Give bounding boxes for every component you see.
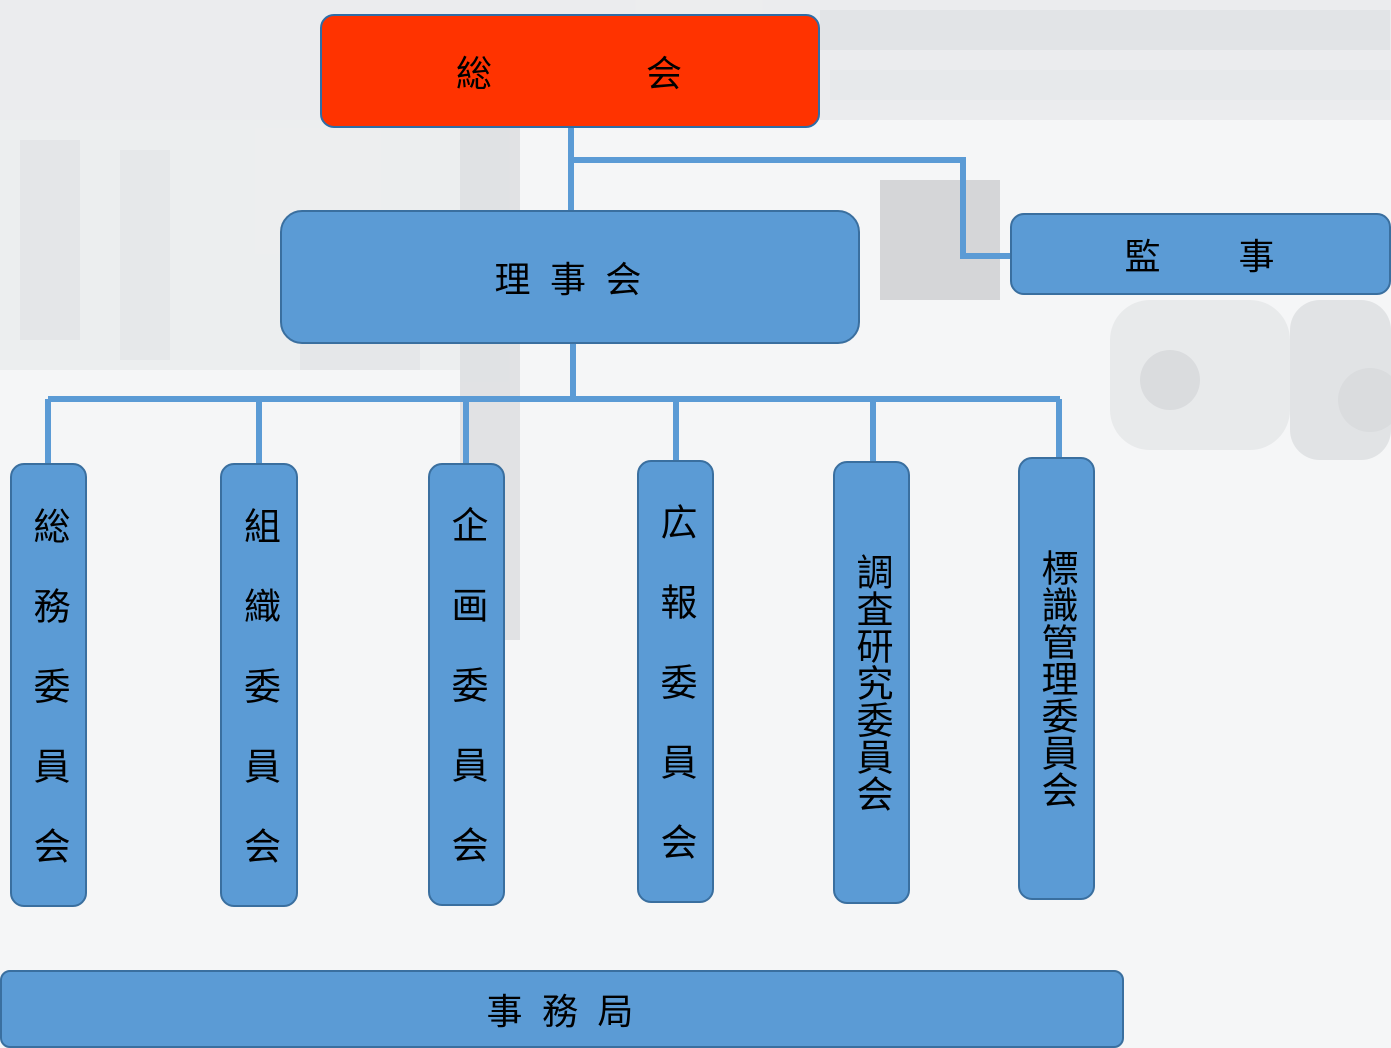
committee-label: 組 織 委 員 会 <box>237 506 281 864</box>
committee-box-sign-management: 標識管理委員会 <box>1018 457 1095 900</box>
committee-box-general-affairs: 総 務 委 員 会 <box>10 463 87 907</box>
committee-box-planning: 企 画 委 員 会 <box>428 463 505 906</box>
committee-label: 標識管理委員会 <box>1035 549 1078 808</box>
general-assembly-box: 総 会 <box>320 14 820 128</box>
secretariat-box: 事 務 局 <box>0 970 1124 1048</box>
committee-box-organization: 組 織 委 員 会 <box>220 463 298 907</box>
connector-top-auditor <box>571 157 1014 259</box>
committee-label: 広 報 委 員 会 <box>654 503 697 860</box>
committee-box-public-relations: 広 報 委 員 会 <box>637 460 714 903</box>
committee-box-research: 調査研究委員会 <box>833 461 910 904</box>
committee-label: 調査研究委員会 <box>850 553 893 812</box>
board-label: 理 事 会 <box>494 260 646 301</box>
auditor-label: 監 事 <box>1124 237 1277 278</box>
committee-label: 総 務 委 員 会 <box>27 506 70 864</box>
committee-label: 企 画 委 員 会 <box>445 506 488 863</box>
general-assembly-label: 総 会 <box>455 54 684 95</box>
auditor-box: 監 事 <box>1010 213 1391 295</box>
board-box: 理 事 会 <box>280 210 860 344</box>
secretariat-label: 事 務 局 <box>486 992 638 1033</box>
